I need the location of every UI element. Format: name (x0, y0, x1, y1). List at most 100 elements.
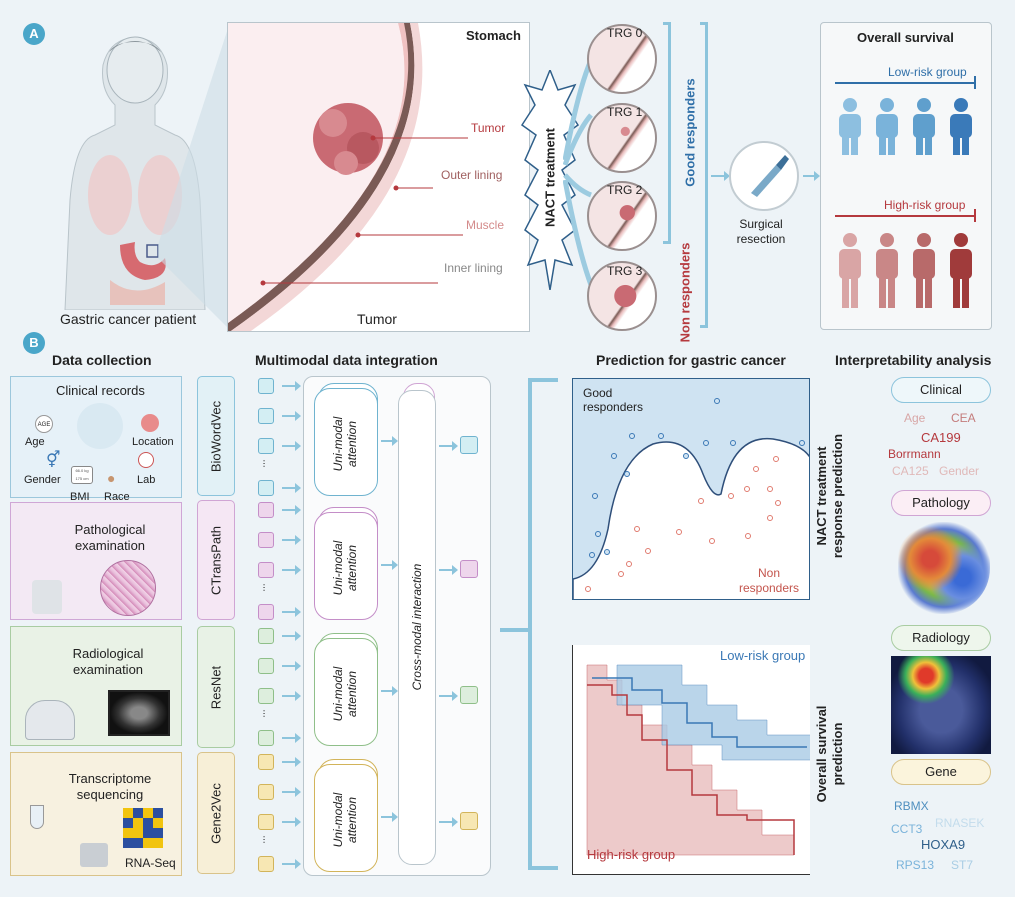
scale-icon: 66.0 kg 175 cm (71, 466, 93, 484)
non-responder-point (634, 526, 640, 532)
feature-arrow (282, 817, 301, 827)
non-responder-point (744, 486, 750, 492)
feature-arrow (282, 661, 301, 671)
rnaseq-heatmap (123, 808, 163, 848)
feature-token (258, 856, 274, 872)
arrow-to-surgery (711, 171, 730, 181)
body-icon (77, 403, 123, 449)
clinical-age: Age (25, 436, 45, 448)
responder-point (629, 433, 635, 439)
responder-point (658, 433, 664, 439)
good-responders-label: Good responders (682, 78, 698, 187)
pathology-title: Pathological examination (74, 522, 146, 553)
non-responder-point (728, 493, 734, 499)
non-responder-point (753, 466, 759, 472)
feature-arrow (282, 631, 301, 641)
encoder-biowordvec-label: BioWordVec (208, 400, 224, 473)
lab-icon (138, 452, 154, 468)
responder-point (589, 552, 595, 558)
clinical-lab: Lab (137, 474, 156, 486)
feature-arrow (282, 757, 301, 767)
high-risk-tick (974, 209, 976, 222)
low-risk-people (839, 98, 972, 155)
encoder-gene2vec (197, 752, 235, 874)
decision-boundary (573, 437, 809, 599)
feature-token (258, 604, 274, 620)
ct-monitor-image (108, 690, 170, 736)
feature-ellipsis: ... (260, 835, 272, 844)
clinical-word-ca125: CA125 (892, 464, 929, 478)
crossmodal-arrow (439, 691, 458, 701)
non-responder-point (767, 486, 773, 492)
feature-token (258, 378, 274, 394)
stomach-label: Stomach (466, 28, 521, 43)
non-responder-point (709, 538, 715, 544)
clinical-gender: Gender (24, 474, 61, 486)
feature-token (258, 532, 274, 548)
responder-point (624, 471, 630, 477)
microscope-icon (32, 580, 62, 614)
layer-outer: Outer lining (441, 168, 503, 182)
km-low-label: Low-risk group (720, 648, 806, 663)
interp-radiology-pill: Radiology (891, 625, 991, 651)
nact-label: NACT treatment (542, 128, 558, 227)
feature-token (258, 628, 274, 644)
good-bracket (663, 22, 671, 244)
gene-word-st7: ST7 (951, 858, 974, 872)
feature-token (258, 814, 274, 830)
feature-ellipsis: ... (260, 459, 272, 468)
non-responder-point (698, 498, 704, 504)
responder-point (799, 440, 805, 446)
feature-arrow (282, 607, 301, 617)
transcriptome-title: Transcriptome sequencing (68, 771, 152, 802)
age-icon: AGE (35, 415, 53, 433)
feature-arrow (282, 733, 301, 743)
encoder-resnet-label: ResNet (208, 665, 224, 710)
responder-point (683, 453, 689, 459)
surgical-label: Surgical resection (736, 217, 786, 246)
pathology-slide-image (100, 560, 156, 616)
gene-word-rps13: RPS13 (896, 858, 935, 872)
prediction-title: Prediction for gastric cancer (596, 352, 786, 368)
unimodal-attention-label: Uni-modal attention (331, 666, 359, 722)
non-responder-point (645, 548, 651, 554)
unimodal-arrow (381, 560, 398, 570)
gender-icon: ⚥ (46, 452, 61, 469)
responder-point (730, 440, 736, 446)
feature-arrow (282, 787, 301, 797)
radiology-title: Radiological examination (72, 646, 144, 677)
clinical-word-borrmann: Borrmann (888, 447, 941, 461)
non-responder-point (618, 571, 624, 577)
layer-tumor: Tumor (471, 121, 506, 135)
low-risk-tick (974, 76, 976, 89)
unimodal-attention-block (314, 764, 378, 872)
cross-modal-box (398, 390, 436, 865)
unimodal-attention-label: Uni-modal attention (331, 792, 359, 848)
fused-output-token (460, 686, 478, 704)
feature-token (258, 408, 274, 424)
unimodal-attention-block (314, 512, 378, 620)
feature-arrow (282, 535, 301, 545)
scatter-non-label: Non responders (738, 566, 800, 595)
prediction-bracket-stem (500, 628, 530, 632)
patient-figure (64, 36, 206, 310)
low-risk-label: Low-risk group (888, 65, 967, 79)
high-risk-label: High-risk group (884, 198, 966, 212)
unimodal-arrow (381, 812, 398, 822)
non-responder-point (745, 533, 751, 539)
trg-label-3: TRG 3 (607, 264, 643, 278)
high-risk-people (839, 233, 972, 308)
gene-word-cct3: CCT3 (891, 822, 923, 836)
non-responder-point (676, 529, 682, 535)
trg-label-0: TRG 0 (607, 26, 643, 40)
feature-ellipsis: ... (260, 583, 272, 592)
arrow-to-survival (803, 171, 820, 181)
feature-token (258, 562, 274, 578)
panel-b-badge: B (23, 332, 45, 354)
data-collection-title: Data collection (52, 352, 152, 368)
non-responder-point (773, 456, 779, 462)
stomach-panel (227, 22, 530, 332)
responder-point (592, 493, 598, 499)
feature-token (258, 784, 274, 800)
responder-point (595, 531, 601, 537)
